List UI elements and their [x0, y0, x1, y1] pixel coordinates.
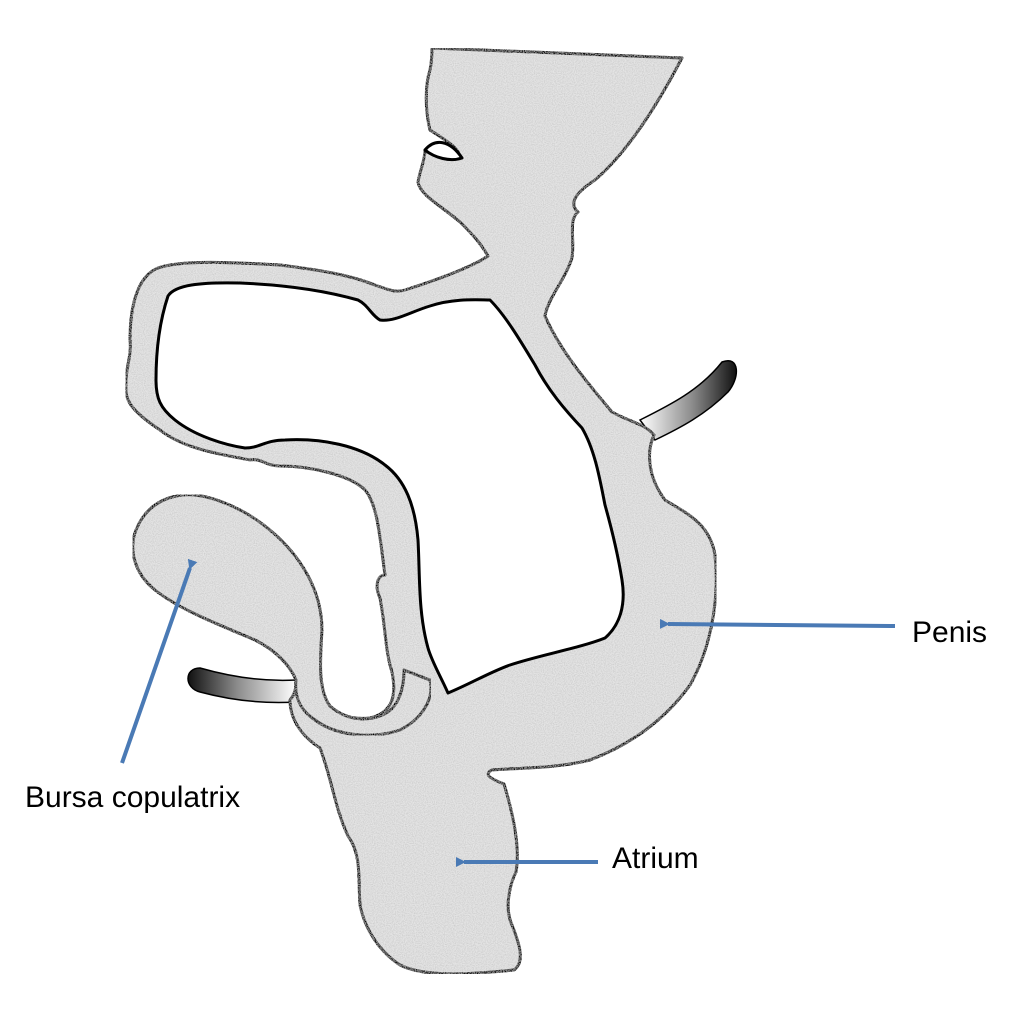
right-duct [638, 359, 737, 441]
penis-label: Penis [912, 616, 987, 649]
left-duct [187, 667, 297, 704]
penis-arrow [659, 618, 896, 629]
loop-inner-space [154, 281, 625, 695]
bursa-copulatrix-shape [131, 493, 433, 737]
atrium-label: Atrium [612, 842, 699, 875]
bursa-copulatrix-label: Bursa copulatrix [25, 781, 240, 814]
bursa-copulatrix-arrow [120, 558, 198, 764]
upper-duct-notch [423, 141, 464, 162]
